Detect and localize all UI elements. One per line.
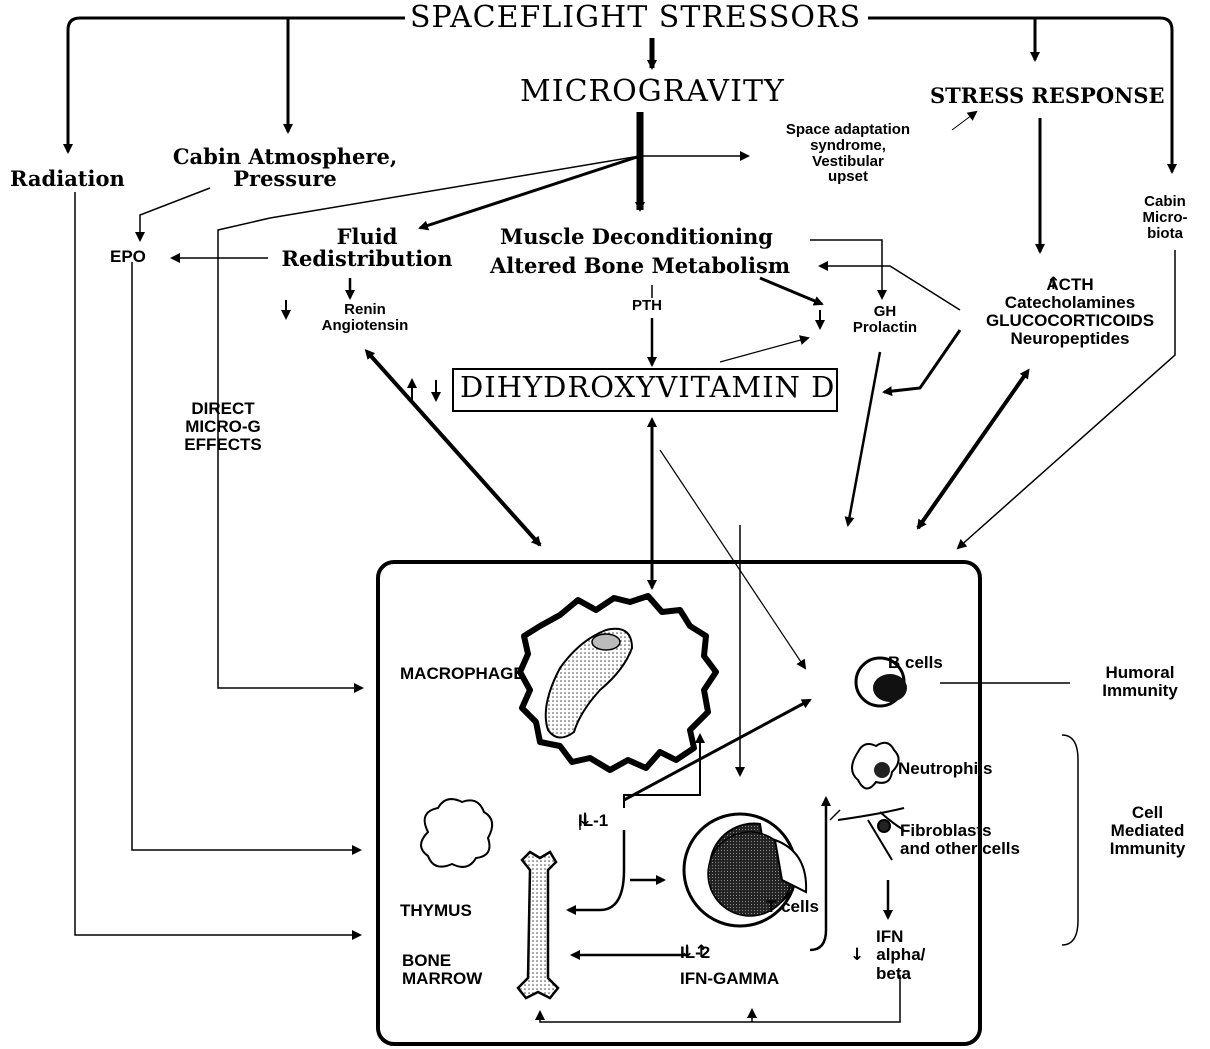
renin-angiotensin-label: Renin Angiotensin [321, 301, 409, 334]
cabin-atmosphere-label: Cabin Atmosphere, Pressure [172, 144, 398, 192]
thymus-label: THYMUS [400, 901, 472, 920]
macrophage-cell [517, 593, 719, 773]
t-cell-shape [682, 812, 808, 928]
ifn-alpha-label: IFN ↓alpha/ beta [850, 927, 926, 983]
epo-label: EPO [110, 247, 146, 266]
immune-arrows [535, 682, 1079, 1023]
fluid-redistribution-label: Fluid Redistribution [281, 224, 453, 272]
gh-prolactin-label: GH Prolactin [852, 303, 918, 336]
cabin-microbiota-label: Cabin Micro- biota [1142, 193, 1188, 242]
t-cells-label: T cells [766, 897, 819, 916]
radiation-label: Radiation [10, 166, 125, 191]
microgravity-label: MICROGRAVITY [520, 74, 785, 109]
right-arrows [818, 118, 1176, 550]
neutrophils-label: Neutrophils [898, 759, 993, 778]
bone-shape [516, 850, 560, 1000]
space-adaptation-label: Space adaptation syndrome, Vestibular up… [785, 121, 911, 186]
stressor-bracket [63, 16, 1177, 174]
b-cells-label: B cells [888, 653, 943, 672]
hormones-label: ↑ ACTH Catecholamines GLUCOCORTICOIDS Ne… [985, 274, 1155, 348]
microgravity-arrows [217, 110, 978, 693]
macrophage-label: MACROPHAGE [400, 664, 525, 683]
vitamin-d-box [452, 368, 838, 412]
muscle-deconditioning-label: Muscle Deconditioning [500, 224, 773, 249]
fibroblasts-label: Fibroblasts and other cells [900, 821, 1020, 858]
vitamin-d-label: DIHYDROXYVITAMIN D [460, 370, 836, 404]
humoral-immunity-label: Humoral Immunity [1102, 663, 1178, 700]
cell-mediated-label: Cell Mediated Immunity [1109, 803, 1186, 858]
left-arrows [74, 187, 362, 940]
pth-label: PTH [632, 297, 662, 314]
immune-system-box [376, 560, 982, 1046]
thymus-shape [420, 798, 494, 868]
spaceflight-stressors-label: SPACEFLIGHT STRESSORS [410, 0, 862, 35]
bone-marrow-label: BONE MARROW [402, 951, 483, 988]
fibroblast-shape [837, 807, 905, 861]
direct-micro-g-label: DIRECT MICRO-G EFFECTS [184, 399, 262, 454]
il2-label: ↓↑IL-2 [680, 942, 711, 962]
neutrophil-shape [851, 741, 900, 790]
il1-label: ↓ IL-1 [578, 810, 609, 830]
altered-bone-label: Altered Bone Metabolism [490, 253, 791, 278]
b-cell-shape [854, 656, 907, 708]
stress-response-label: STRESS RESPONSE [930, 83, 1165, 108]
ifn-gamma-label: IFN-GAMMA [680, 969, 780, 988]
